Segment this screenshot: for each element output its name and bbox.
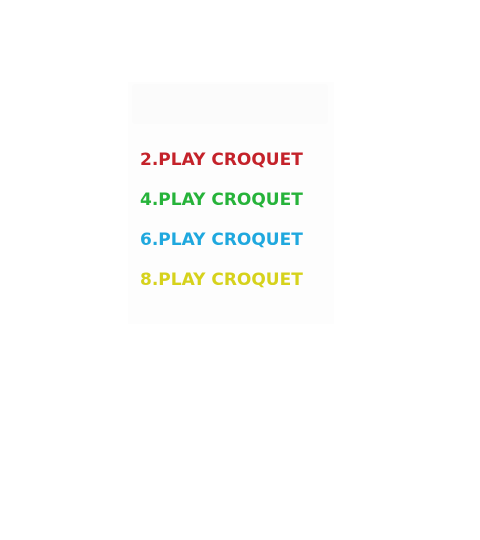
- list-item-4: 8.PLAY CROQUET: [140, 270, 303, 290]
- list-item-2: 4.PLAY CROQUET: [140, 190, 303, 210]
- croquet-list: 2.PLAY CROQUET 4.PLAY CROQUET 6.PLAY CRO…: [140, 150, 303, 310]
- list-item-3: 6.PLAY CROQUET: [140, 230, 303, 250]
- faint-header-block: [132, 84, 328, 124]
- list-item-1: 2.PLAY CROQUET: [140, 150, 303, 170]
